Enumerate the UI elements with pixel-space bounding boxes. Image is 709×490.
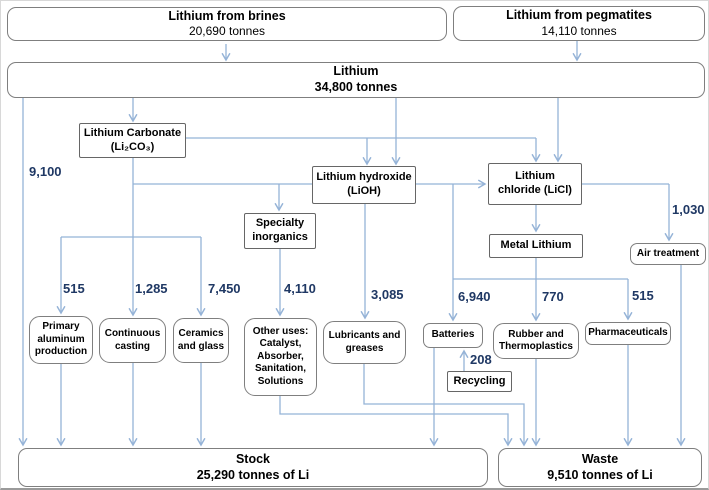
node-lithium-carbonate-formula: (Li₂CO₃) xyxy=(110,140,155,153)
node-pegmatites-value: 14,110 tonnes xyxy=(541,23,617,38)
flow-label-recycling-to-batteries: 208 xyxy=(470,352,492,367)
node-pegmatites: Lithium from pegmatites 14,110 tonnes xyxy=(453,6,705,41)
node-lubricants: Lubricants and greases xyxy=(323,321,406,364)
node-waste: Waste 9,510 tonnes of Li xyxy=(498,448,702,487)
node-lithium-hydroxide-title: Lithium hydroxide xyxy=(316,171,412,184)
node-rubber-thermoplastics: Rubber and Thermoplastics xyxy=(493,323,579,359)
node-brines-title: Lithium from brines xyxy=(168,8,286,23)
flow-label-to-batteries: 6,940 xyxy=(458,289,491,304)
node-air-treatment-title: Air treatment xyxy=(636,247,700,259)
node-specialty-inorganics-title: Specialty inorganics xyxy=(252,217,308,243)
node-primary-aluminum: Primary aluminum production xyxy=(29,316,93,364)
node-lithium-chloride-title: Lithium xyxy=(515,170,555,183)
node-lithium-hydroxide-formula: (LiOH) xyxy=(347,185,381,197)
node-ceramics-glass-title: Ceramics and glass xyxy=(177,328,225,352)
flow-label-to-pharmaceuticals: 515 xyxy=(632,288,654,303)
node-lithium-carbonate-title: Lithium Carbonate xyxy=(83,126,182,139)
node-lubricants-title: Lubricants and greases xyxy=(328,330,401,354)
node-primary-aluminum-title: Primary aluminum production xyxy=(34,321,88,358)
node-waste-title: Waste xyxy=(581,451,619,466)
node-other-uses: Other uses: Catalyst, Absorber, Sanitati… xyxy=(244,318,317,396)
flow-label-lithium-to-stock: 9,100 xyxy=(29,164,62,179)
flow-arrow xyxy=(279,396,513,447)
node-waste-value: 9,510 tonnes of Li xyxy=(547,467,653,482)
node-pegmatites-title: Lithium from pegmatites xyxy=(506,8,652,23)
node-ceramics-glass: Ceramics and glass xyxy=(173,318,229,363)
node-air-treatment: Air treatment xyxy=(630,243,706,265)
node-continuous-casting: Continuous casting xyxy=(99,318,166,363)
node-recycling-title: Recycling xyxy=(453,374,506,387)
flow-label-to-other-uses: 4,110 xyxy=(284,281,316,296)
node-lithium-chloride: Lithium chloride (LiCl) xyxy=(488,163,582,205)
node-pharmaceuticals: Pharmaceuticals xyxy=(585,322,671,345)
node-recycling: Recycling xyxy=(447,371,512,392)
flow-label-to-primary-aluminum: 515 xyxy=(63,281,85,296)
node-stock-title: Stock xyxy=(235,451,271,466)
node-batteries: Batteries xyxy=(423,323,483,348)
node-brines-value: 20,690 tonnes xyxy=(188,24,266,39)
flow-label-to-continuous-casting: 1,285 xyxy=(135,281,168,296)
flow-label-to-lubricants: 3,085 xyxy=(371,287,404,302)
node-stock-value: 25,290 tonnes of Li xyxy=(196,467,310,482)
flow-arrow xyxy=(363,364,529,447)
node-stock: Stock 25,290 tonnes of Li xyxy=(18,448,488,487)
node-lithium-title: Lithium xyxy=(333,64,379,79)
node-rubber-thermoplastics-title: Rubber and Thermoplastics xyxy=(499,328,573,353)
node-metal-lithium-title: Metal Lithium xyxy=(500,239,572,252)
node-batteries-title: Batteries xyxy=(431,329,475,341)
node-lithium-chloride-formula: chloride (LiCl) xyxy=(498,184,572,196)
node-specialty-inorganics: Specialty inorganics xyxy=(244,213,316,249)
node-lithium: Lithium 34,800 tonnes xyxy=(7,62,705,98)
node-pharmaceuticals-title: Pharmaceuticals xyxy=(588,327,668,339)
node-metal-lithium: Metal Lithium xyxy=(489,234,583,258)
node-lithium-hydroxide: Lithium hydroxide (LiOH) xyxy=(312,166,416,204)
node-lithium-value: 34,800 tonnes xyxy=(314,80,398,94)
node-lithium-carbonate: Lithium Carbonate (Li₂CO₃) xyxy=(79,123,186,158)
flow-label-to-ceramics-glass: 7,450 xyxy=(208,281,241,296)
node-other-uses-title: Other uses: Catalyst, Absorber, Sanitati… xyxy=(252,325,309,387)
flow-label-to-air-treatment: 1,030 xyxy=(672,202,705,217)
node-brines: Lithium from brines 20,690 tonnes xyxy=(7,7,447,41)
node-continuous-casting-title: Continuous casting xyxy=(104,328,161,352)
flow-label-to-rubber: 770 xyxy=(542,289,564,304)
